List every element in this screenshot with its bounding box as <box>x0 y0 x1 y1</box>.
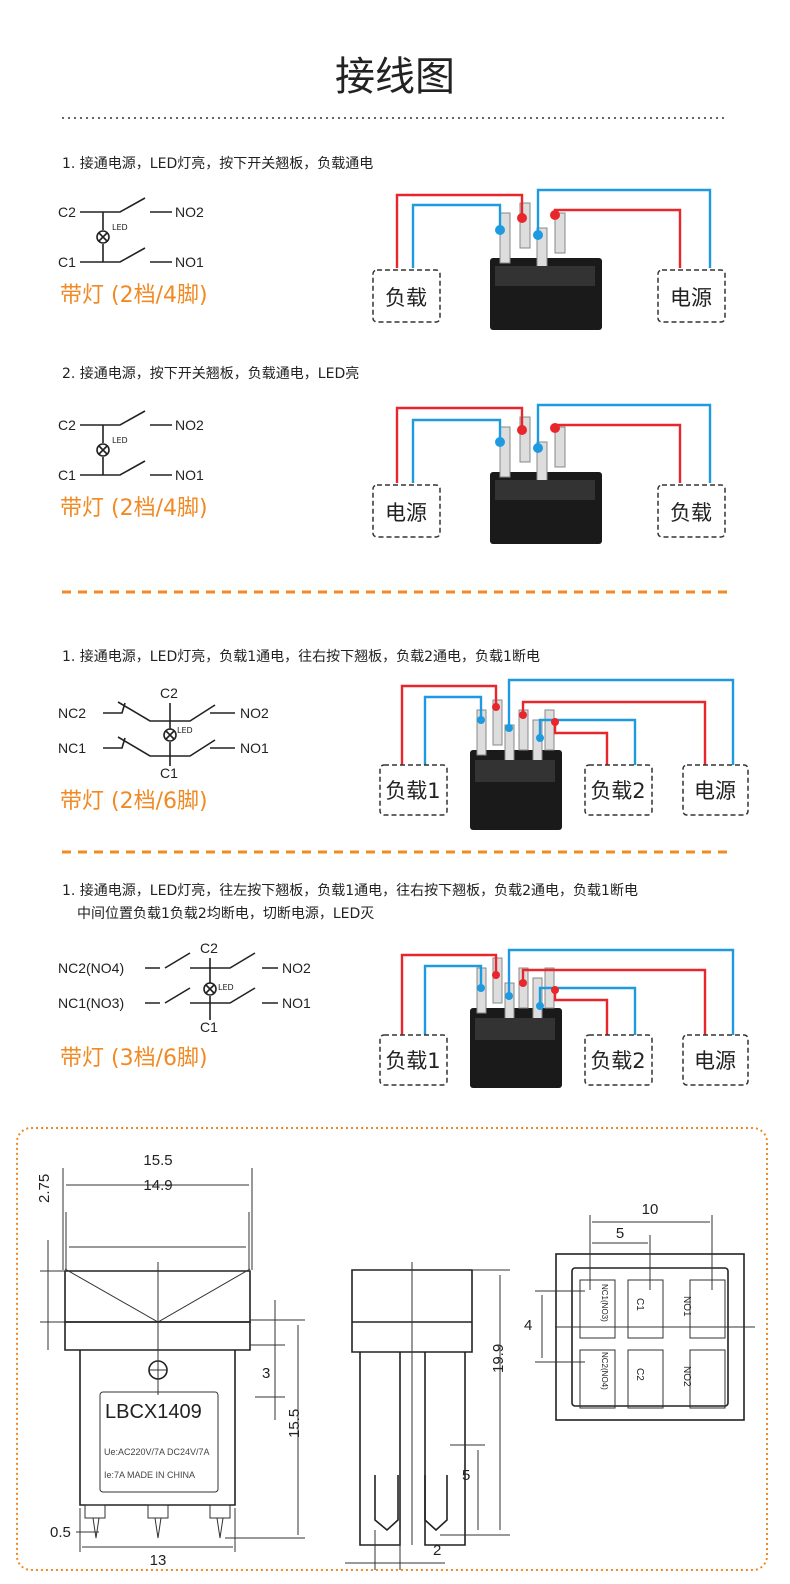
dimension-label: 5 <box>462 1467 470 1484</box>
terminal-label: NO2 <box>240 705 269 721</box>
terminal-label: NO2 <box>175 204 204 220</box>
terminal-label: C2 <box>58 417 76 433</box>
switch-type-label: 带灯 (2档/4脚) <box>60 283 208 308</box>
terminal-label: NO1 <box>175 467 204 483</box>
switch-type-label: 带灯 (3档/6脚) <box>60 1046 208 1071</box>
dimension-label: 5 <box>616 1225 624 1242</box>
dimension-panel <box>16 1127 768 1571</box>
pin-label: NO1 <box>681 1296 692 1317</box>
power-box <box>682 1034 749 1086</box>
dimension-label: 4 <box>524 1317 532 1334</box>
section-4: 1. 接通电源，LED灯亮，往左按下翘板，负载1通电，往右按下翘板，负载2通电，… <box>58 882 749 1089</box>
switch-schematic: C2 NO2 C1 NO1 LED <box>58 197 204 270</box>
dimension-label: 14.9 <box>143 1177 172 1194</box>
led-icon <box>163 728 177 742</box>
led-label: LED <box>177 726 193 735</box>
box-label: 电源 <box>694 779 736 803</box>
switch-type-label: 带灯 (2档/6脚) <box>60 789 208 814</box>
pin-label: NC1(NO3) <box>600 1284 609 1322</box>
power-box <box>372 484 441 538</box>
load-box <box>657 484 726 538</box>
box-label: 电源 <box>694 1049 736 1073</box>
terminal-label: C2 <box>160 685 178 701</box>
box-label: 电源 <box>385 501 427 525</box>
power-box <box>657 269 726 323</box>
terminal-label: NO2 <box>282 960 311 976</box>
load-2-box <box>584 764 653 816</box>
terminal-label: C2 <box>58 204 76 220</box>
dimension-label: 2 <box>433 1542 441 1559</box>
terminal-label: C2 <box>200 940 218 956</box>
section-2: 2. 接通电源，按下开关翘板，负载通电，LED亮 C2 NO2 C1 NO1 L… <box>58 365 726 545</box>
led-label: LED <box>218 983 234 992</box>
load-2-box <box>584 1034 653 1086</box>
info-text: Ie:7A MADE IN CHINA <box>104 1470 195 1480</box>
box-label: 负载1 <box>385 1049 440 1073</box>
led-label: LED <box>112 436 128 445</box>
bottom-view-drawing: NC1(NO3) C1 NO1 NC2(NO4) C2 NO2 10 5 4 <box>524 1201 755 1421</box>
terminal-label: NO2 <box>175 417 204 433</box>
terminal-label: NO1 <box>240 740 269 756</box>
terminal-label: NC2 <box>58 705 86 721</box>
terminal-label: NO1 <box>282 995 311 1011</box>
section-3: 1. 接通电源，LED灯亮，负载1通电，往右按下翘板，负载2通电，负载1断电 N… <box>58 648 749 831</box>
dimension-label: 3 <box>262 1365 270 1382</box>
switch-type-label: 带灯 (2档/4脚) <box>60 496 208 521</box>
section-1: 1. 接通电源，LED灯亮，按下开关翘板，负载通电 C2 NO2 C1 NO1 … <box>58 155 726 331</box>
dimension-label: 0.5 <box>50 1524 71 1541</box>
box-label: 负载 <box>385 286 427 310</box>
pin-label: NC2(NO4) <box>600 1352 609 1390</box>
terminal-label: C1 <box>58 467 76 483</box>
load-1-box <box>379 1034 448 1086</box>
side-view-drawing: 19.9 5 2 <box>345 1262 510 1570</box>
terminal-label: C1 <box>160 765 178 781</box>
dimension-label: 15.5 <box>143 1152 172 1169</box>
box-label: 负载 <box>670 501 712 525</box>
rating-text: Ue:AC220V/7A DC24V/7A <box>104 1447 210 1457</box>
section-caption: 1. 接通电源，LED灯亮，按下开关翘板，负载通电 <box>62 155 373 172</box>
pin-label: C2 <box>634 1368 645 1381</box>
led-icon <box>203 982 217 996</box>
pin-label: NO2 <box>681 1366 692 1387</box>
box-label: 负载1 <box>385 779 440 803</box>
section-caption: 2. 接通电源，按下开关翘板，负载通电，LED亮 <box>62 365 359 382</box>
led-icon <box>96 443 110 457</box>
terminal-label: NC1(NO3) <box>58 995 124 1011</box>
terminal-label: C1 <box>58 254 76 270</box>
led-icon <box>96 230 110 244</box>
terminal-label: NC2(NO4) <box>58 960 124 976</box>
section-caption: 1. 接通电源，LED灯亮，往左按下翘板，负载1通电，往右按下翘板，负载2通电，… <box>62 882 638 899</box>
dimension-label: 19.9 <box>490 1344 507 1373</box>
box-label: 电源 <box>670 286 712 310</box>
page-title: 接线图 <box>335 54 455 100</box>
section-caption: 1. 接通电源，LED灯亮，负载1通电，往右按下翘板，负载2通电，负载1断电 <box>62 648 540 665</box>
load-box <box>372 269 441 323</box>
pin-label: C1 <box>634 1298 645 1311</box>
box-label: 负载2 <box>590 779 645 803</box>
terminal-label: NO1 <box>175 254 204 270</box>
section-caption: 中间位置负载1负载2均断电，切断电源，LED灭 <box>77 906 374 922</box>
terminal-label: C1 <box>200 1019 218 1035</box>
box-label: 负载2 <box>590 1049 645 1073</box>
power-box <box>682 764 749 816</box>
terminal-label: NC1 <box>58 740 86 756</box>
led-label: LED <box>112 223 128 232</box>
load-1-box <box>379 764 448 816</box>
front-view-drawing: LBCX1409 Ue:AC220V/7A DC24V/7A Ie:7A MAD… <box>36 1152 305 1569</box>
dimension-label: 10 <box>642 1201 659 1218</box>
model-number: LBCX1409 <box>105 1401 202 1423</box>
dimension-label: 13 <box>150 1552 167 1569</box>
dimension-label: 15.5 <box>286 1409 303 1438</box>
dimension-label: 2.75 <box>36 1174 53 1203</box>
